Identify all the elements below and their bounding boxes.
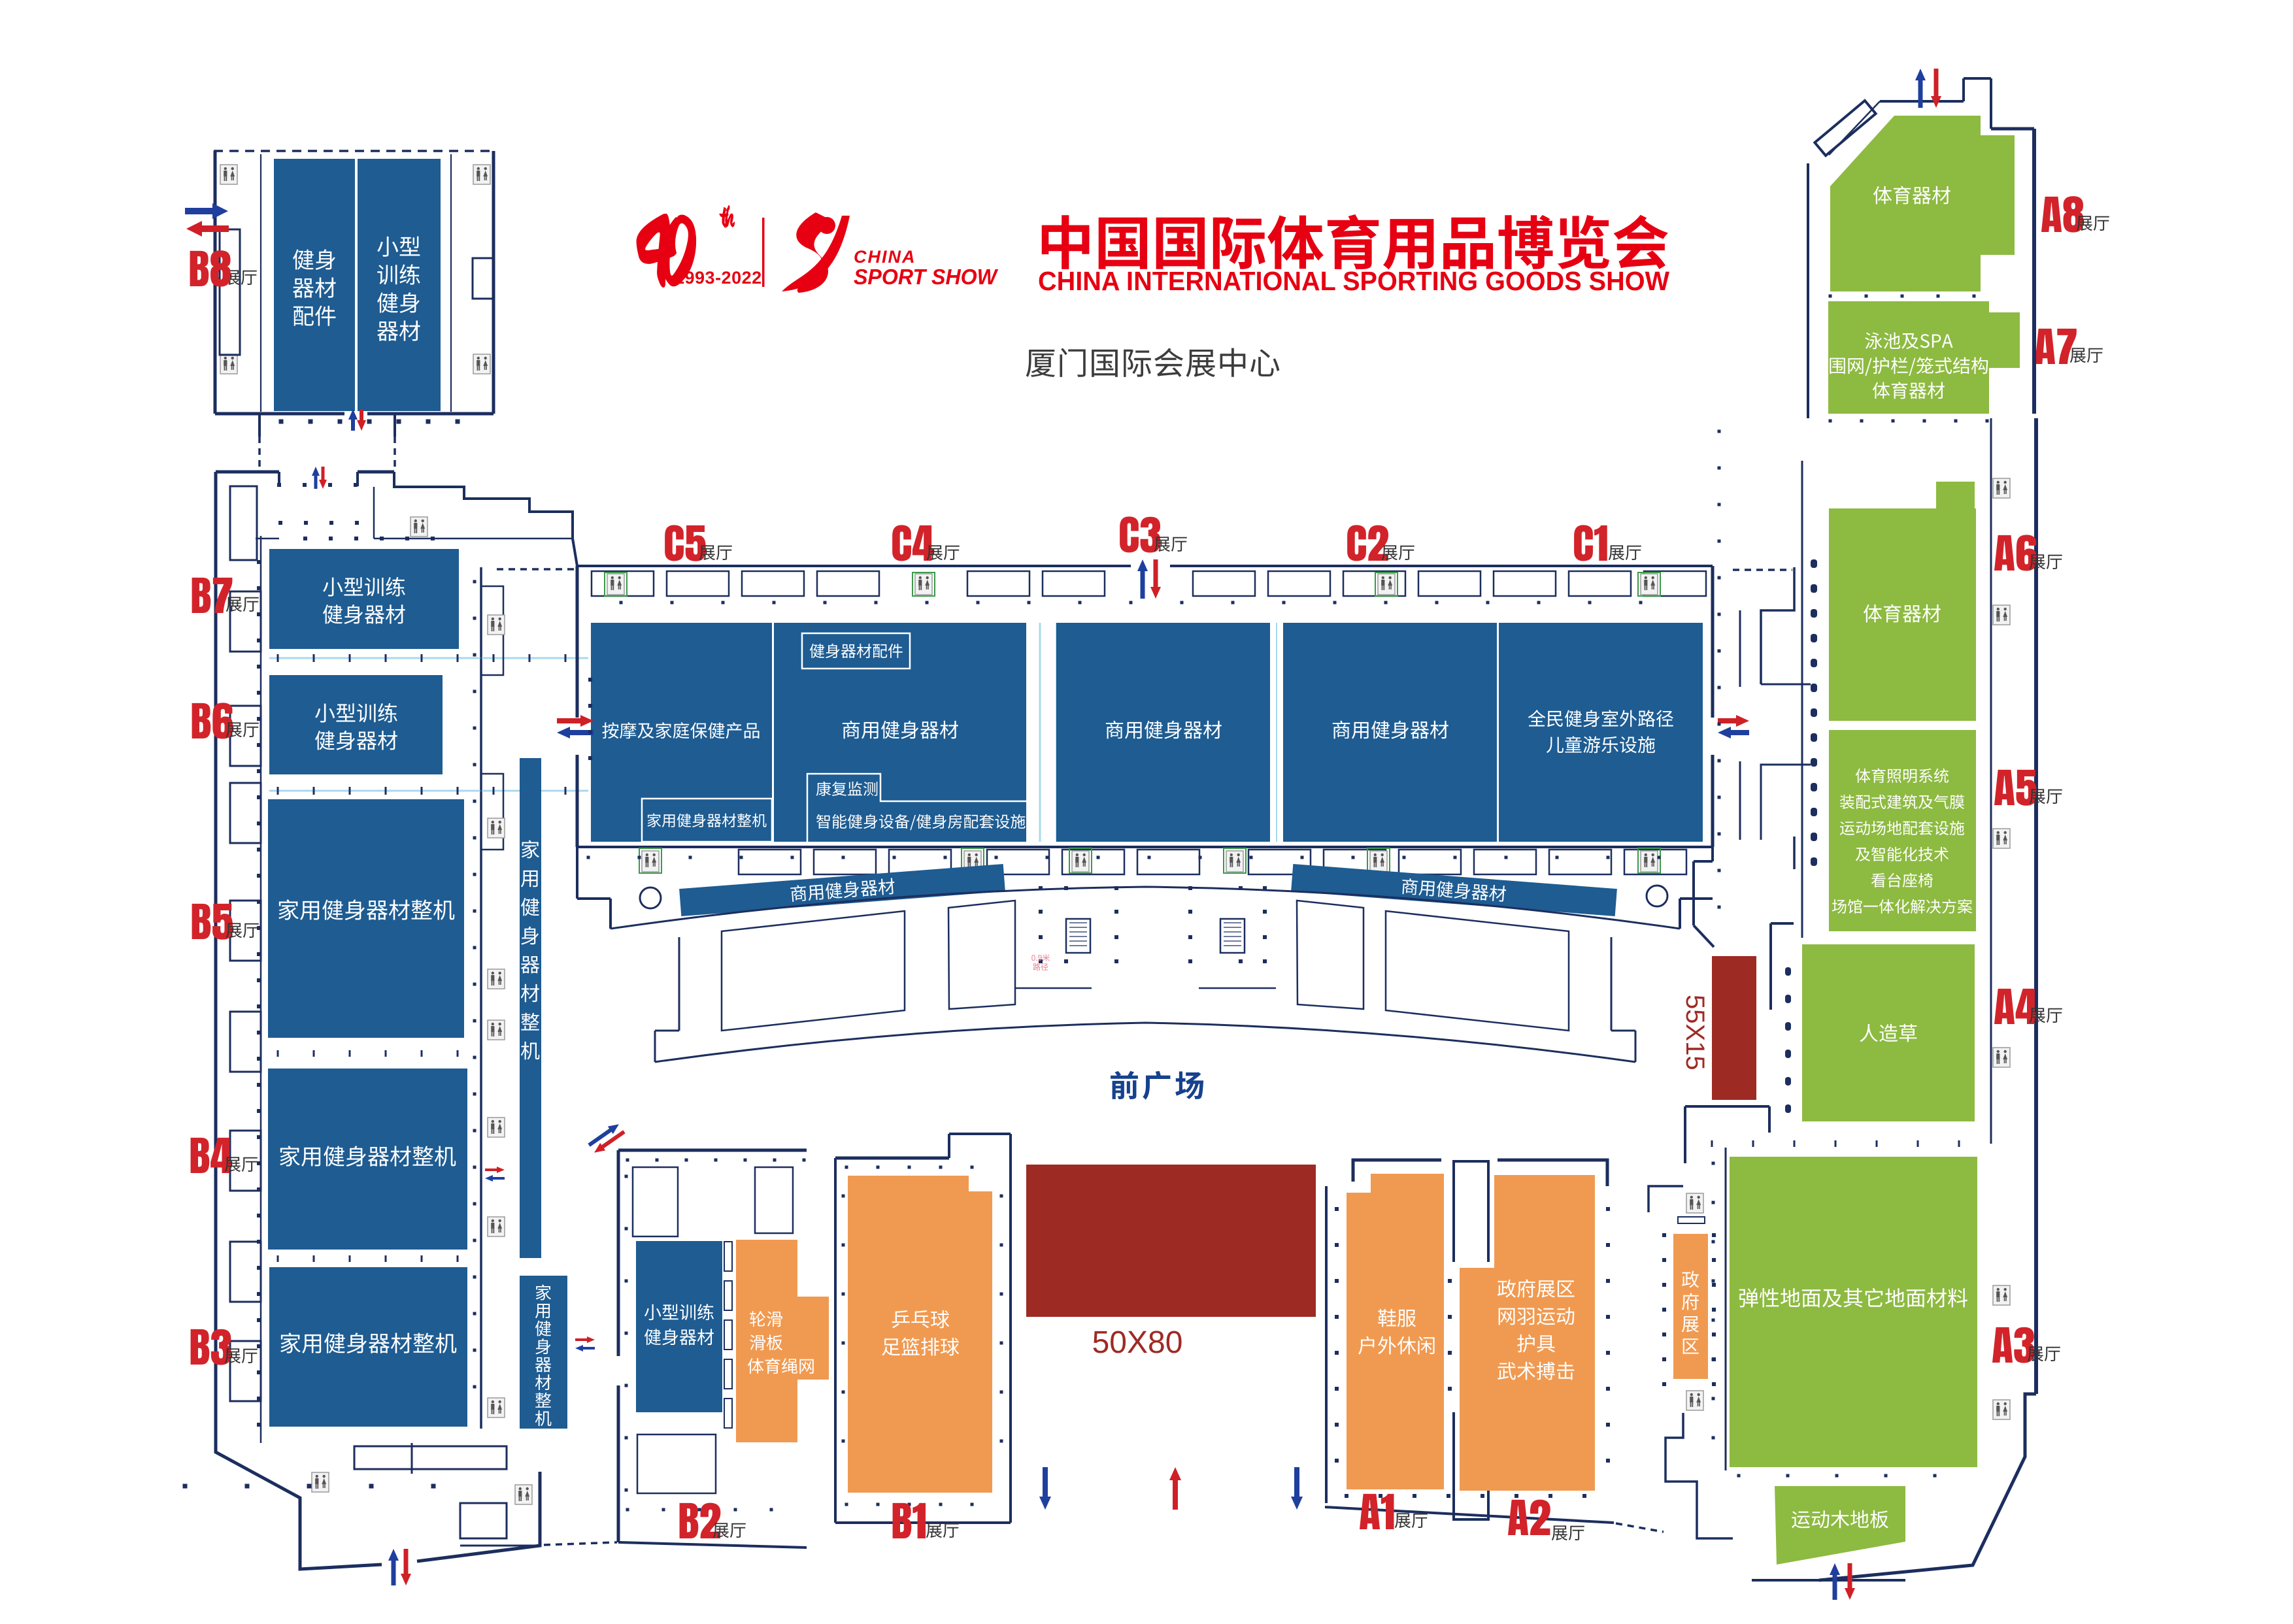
svg-text:50X80: 50X80: [1092, 1325, 1183, 1360]
svg-text:CHINA INTERNATIONAL SPORTING G: CHINA INTERNATIONAL SPORTING GOODS SHOW: [1038, 266, 1669, 296]
svg-text:1993-2022: 1993-2022: [675, 268, 762, 288]
svg-text:SPORT SHOW: SPORT SHOW: [854, 265, 999, 289]
svg-text:CHINA: CHINA: [854, 247, 916, 267]
svg-text:55X15: 55X15: [1681, 995, 1709, 1070]
